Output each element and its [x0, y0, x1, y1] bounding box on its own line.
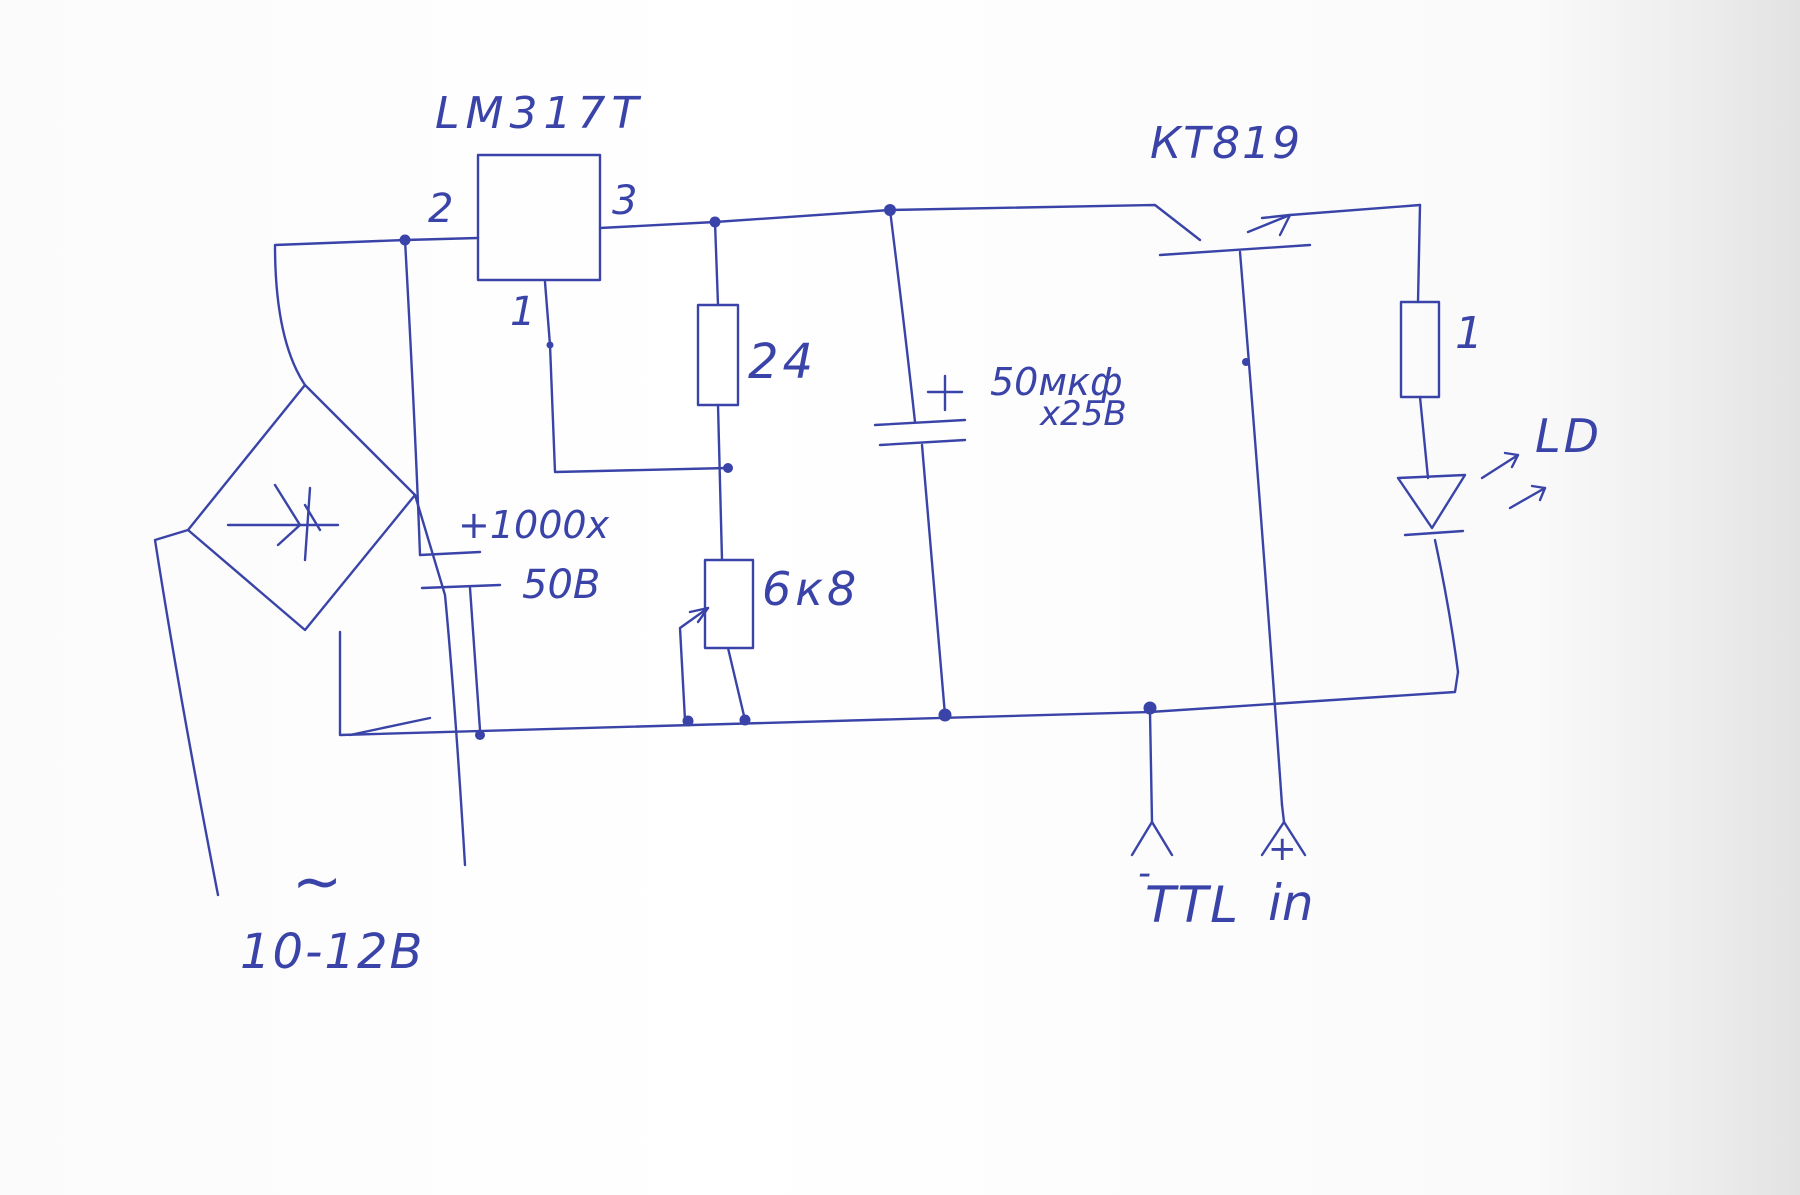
- transistor-label: КТ819: [1150, 118, 1302, 169]
- transistor-kt819: [888, 203, 1422, 807]
- diode-bridge: [186, 383, 417, 632]
- in-label: in: [1268, 874, 1314, 932]
- lm317-regulator: [476, 153, 892, 474]
- ld-label: LD: [1535, 409, 1602, 463]
- ac-voltage-label: 10-12В: [240, 924, 424, 980]
- output-cap-value-label: 50мкф: [990, 360, 1122, 404]
- led-branch: [1396, 203, 1547, 674]
- ttl-label: TTL: [1145, 876, 1240, 934]
- pin-1-label: 1: [510, 289, 535, 335]
- led-resistor-label: 1: [1455, 308, 1483, 359]
- pin-3-label: 3: [612, 178, 637, 224]
- junction-dots: [399, 204, 1250, 740]
- resistor-24-label: 24: [748, 334, 817, 390]
- output-capacitor: [873, 208, 967, 717]
- ac-input-leads: [153, 493, 467, 897]
- rectifier-positive-wire: [273, 236, 480, 387]
- ttl-plus-label: +: [1268, 829, 1297, 869]
- input-cap-label: +1000х: [458, 503, 610, 547]
- potentiometer-6k8: [678, 558, 755, 722]
- output-cap-voltage-label: х25В: [1039, 394, 1127, 434]
- potentiometer-label: 6к8: [762, 562, 860, 616]
- input-cap-voltage-label: 50В: [522, 562, 600, 608]
- ttl-input-terminals: [1130, 710, 1307, 857]
- regulator-label: LM317T: [435, 88, 644, 139]
- ttl-minus-label: -: [1138, 853, 1151, 894]
- pin-2-label: 2: [428, 186, 453, 232]
- input-capacitor: [403, 238, 502, 732]
- resistor-24: [696, 220, 740, 562]
- ground-bus: [338, 630, 1460, 737]
- ac-symbol: ~: [292, 847, 342, 917]
